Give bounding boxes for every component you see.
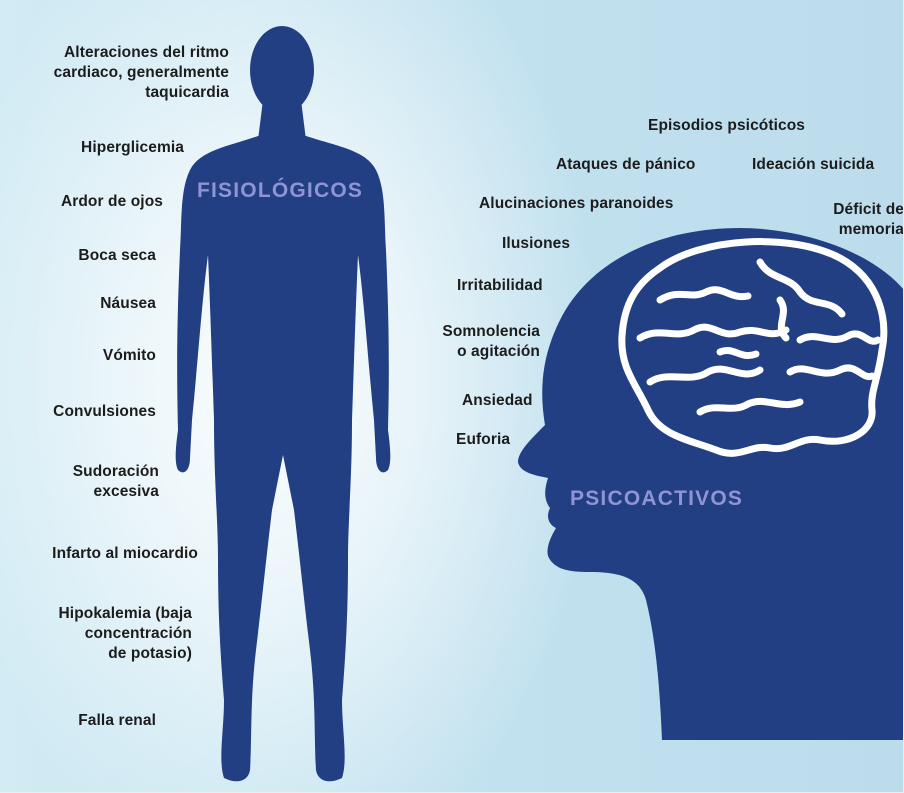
effect-label: Ideación suicida bbox=[752, 156, 875, 173]
effect-label: Ataques de pánico bbox=[556, 156, 696, 173]
effect-label: Vómito bbox=[102, 347, 156, 364]
effect-label: Irritabilidad bbox=[457, 277, 543, 294]
effect-label: Hiperglicemia bbox=[81, 139, 184, 156]
effect-label: Infarto al miocardio bbox=[52, 545, 198, 562]
effect-label: Episodios psicóticos bbox=[648, 117, 806, 134]
effect-label: Somnolencia o agitación bbox=[442, 323, 540, 360]
effect-label: Ardor de ojos bbox=[60, 193, 163, 210]
effect-label: Convulsiones bbox=[53, 403, 156, 420]
effect-label: Alteraciones del ritmo cardiaco, general… bbox=[53, 44, 229, 101]
effect-label: Sudoración excesiva bbox=[72, 463, 159, 500]
fisiologicos-title: FISIOLÓGICOS bbox=[197, 179, 364, 202]
effect-label: Falla renal bbox=[78, 712, 156, 729]
effect-label: Boca seca bbox=[78, 247, 156, 264]
brain-icon bbox=[618, 238, 888, 457]
effect-label: Ilusiones bbox=[502, 235, 571, 252]
effect-label: Déficit de memoria bbox=[833, 201, 904, 238]
effect-label: Alucinaciones paranoides bbox=[479, 195, 674, 212]
effect-label: Ansiedad bbox=[462, 392, 533, 409]
effect-label: Náusea bbox=[100, 295, 156, 312]
effect-label: Hipokalemia (baja concentración de potas… bbox=[58, 605, 192, 662]
psicoactivos-title: PSICOACTIVOS bbox=[570, 487, 744, 510]
effect-label: Euforia bbox=[456, 431, 511, 448]
